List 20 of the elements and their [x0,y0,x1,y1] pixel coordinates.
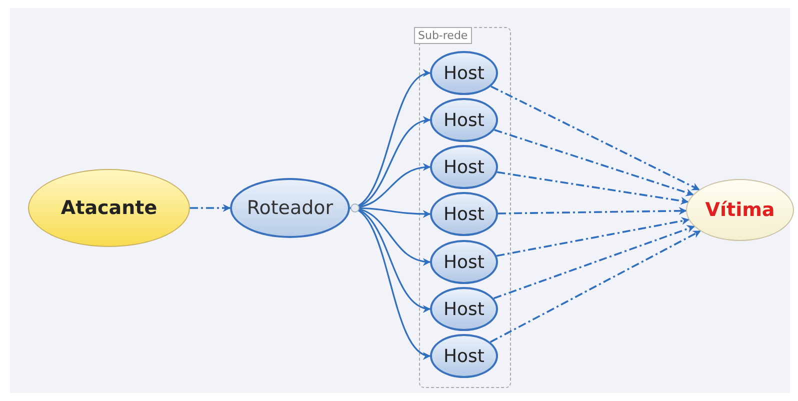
arrow [496,171,689,205]
arrow [490,86,700,191]
node-label: Vítima [705,199,775,221]
node-label: Roteador [246,197,334,219]
arrow [190,204,231,212]
node-label: Host [444,298,484,320]
node-label: Host [444,110,484,130]
node-label: Host [444,62,484,84]
arrow [493,225,695,300]
arrow [490,230,701,343]
node-label: Host [444,252,484,272]
node-label: Atacante [60,197,158,219]
node-label: Host [444,204,484,224]
node-label: Host [444,156,484,178]
arrow [498,206,687,215]
subnet-group [414,27,511,388]
group-title: Sub-rede [414,27,472,44]
arrow [496,217,690,257]
node-label: Host [444,346,484,366]
arrow [494,129,694,196]
